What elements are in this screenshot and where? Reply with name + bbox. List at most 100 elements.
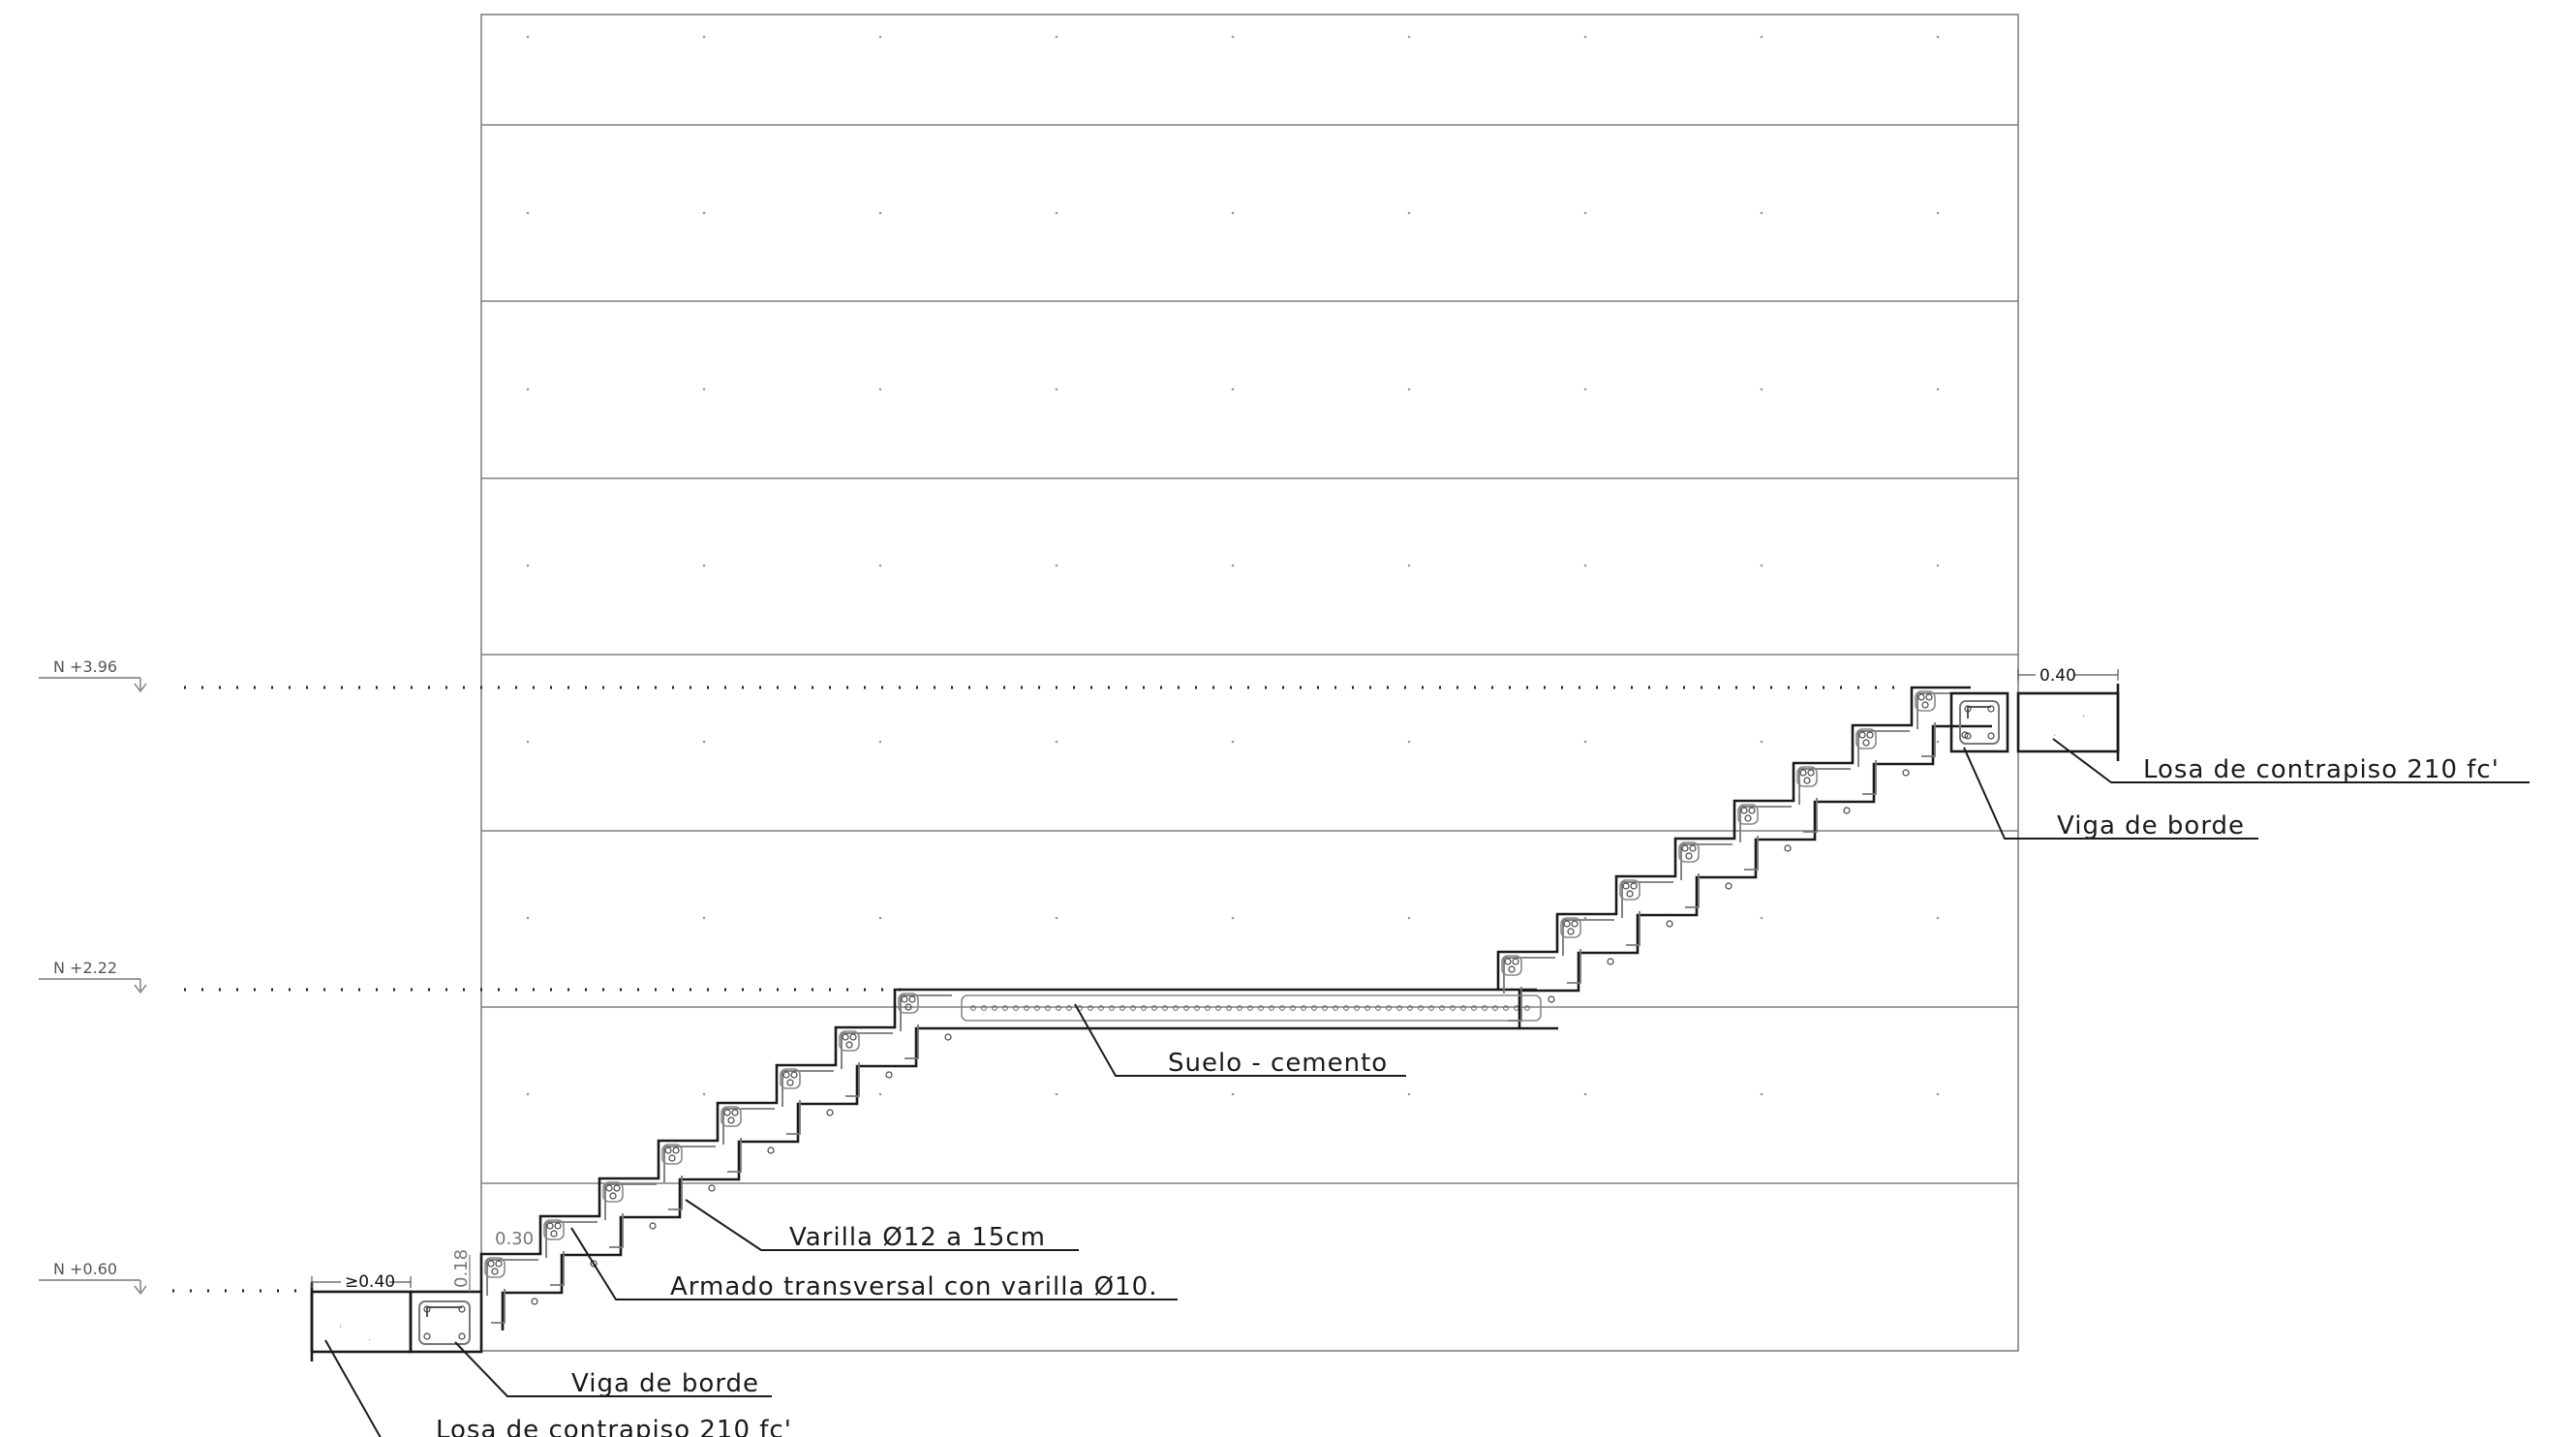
grid-dot — [878, 564, 882, 567]
grid-dot — [1407, 1092, 1411, 1096]
svg-text:,: , — [339, 1319, 342, 1330]
rebar-bar — [672, 1147, 680, 1154]
hatch-dot — [1183, 1005, 1189, 1011]
grid-dot — [1936, 564, 1940, 567]
hatch-dot — [1237, 1005, 1242, 1011]
grid-dot — [526, 740, 530, 744]
grid-dot — [1407, 564, 1411, 567]
rebar-bar — [1862, 739, 1870, 747]
hatch-dot — [1354, 1005, 1360, 1011]
rebar-bar — [1725, 882, 1733, 890]
rebar-bar — [1626, 890, 1634, 898]
rebar-bar — [1630, 882, 1638, 890]
hatch-dot — [1088, 1005, 1093, 1011]
grid-dot — [702, 740, 706, 744]
rebar-bar — [590, 1260, 598, 1268]
stirrup — [898, 993, 919, 1014]
grid-dot — [1231, 916, 1235, 920]
grid-dot — [1231, 35, 1235, 39]
grid-dot — [1231, 211, 1235, 215]
grid-dot — [1583, 387, 1587, 391]
hatch-dot — [1002, 1005, 1008, 1011]
rebar-line — [905, 1024, 919, 1059]
level-label: N +3.96 — [53, 657, 117, 676]
hatch-dot — [1056, 1005, 1061, 1011]
hatch-dot — [1418, 1005, 1424, 1011]
rebar-bar — [1740, 807, 1748, 814]
grid-dot — [1583, 564, 1587, 567]
rebar-bar — [767, 1147, 775, 1154]
landing-hatching — [970, 1005, 1530, 1011]
rebar-bar — [905, 1003, 912, 1011]
rebar-line — [845, 1062, 860, 1097]
hatch-dot — [1524, 1005, 1530, 1011]
rebar-bar — [605, 1184, 613, 1192]
stirrup — [780, 1068, 801, 1089]
hatch-dot — [1322, 1005, 1328, 1011]
grid-dot — [878, 740, 882, 744]
dimension-riser: 0.18 — [451, 1249, 472, 1292]
rebar-bar — [1799, 769, 1807, 777]
hatch-dot — [1343, 1005, 1349, 1011]
rebar-bar — [1744, 814, 1752, 822]
hatch-dot — [1290, 1005, 1296, 1011]
grid-dot — [1407, 211, 1411, 215]
stirrup — [1796, 766, 1818, 787]
grid-dot — [878, 1092, 882, 1096]
grid-dot — [1407, 740, 1411, 744]
dimension-tread: 0.30 — [495, 1229, 534, 1249]
rebar-bar — [649, 1222, 657, 1230]
hatch-dot — [1034, 1005, 1040, 1011]
hatch-dot — [1162, 1005, 1168, 1011]
grid-dot — [1583, 916, 1587, 920]
rebar-bar — [495, 1260, 503, 1268]
label-transverse: Armado transversal con varilla Ø10. — [670, 1272, 1157, 1301]
grid-dot — [526, 387, 530, 391]
hatch-dot — [1471, 1005, 1477, 1011]
hatch-dot — [1109, 1005, 1115, 1011]
grid-dot — [702, 1092, 706, 1096]
rebar-bar — [1563, 920, 1571, 928]
label-edge-beam-bottom: Viga de borde — [571, 1369, 759, 1398]
rebar-bar — [487, 1260, 495, 1268]
rebar-line — [1508, 987, 1522, 1022]
grid-dot — [702, 35, 706, 39]
grid-dot — [878, 211, 882, 215]
top-edge-beam — [1949, 691, 2009, 753]
hatch-dot — [1130, 1005, 1136, 1011]
grid-dot — [1760, 211, 1763, 215]
grid-dot — [526, 1092, 530, 1096]
hatch-dot — [970, 1005, 976, 1011]
rebar-bar — [790, 1071, 798, 1079]
rebar-bar — [1567, 928, 1575, 935]
rebar-line — [668, 1176, 683, 1210]
rebar-bar — [1925, 693, 1933, 701]
rebar-bar — [731, 1109, 739, 1116]
rebar-bar — [1508, 965, 1516, 973]
stirrup — [484, 1257, 506, 1278]
rebar-bar — [664, 1147, 672, 1154]
grid-dot — [1055, 1092, 1058, 1096]
rebar-line — [1626, 911, 1641, 946]
grid-dot — [1936, 387, 1940, 391]
callout-rebar — [685, 1199, 1079, 1251]
bottom-slab: , . — [310, 1282, 413, 1361]
rebar-bar — [1803, 777, 1811, 784]
grid-dot — [1407, 387, 1411, 391]
bottom-edge-beam — [409, 1290, 483, 1354]
hatch-dot — [1258, 1005, 1264, 1011]
hatch-dot — [1024, 1005, 1029, 1011]
hatch-dot — [1119, 1005, 1125, 1011]
hatch-dot — [1333, 1005, 1338, 1011]
hatch-dot — [1407, 1005, 1413, 1011]
level-marker-3-96: N +3.96 — [39, 657, 1898, 693]
hatch-dot — [1482, 1005, 1487, 1011]
hatch-dot — [1375, 1005, 1381, 1011]
hatch-dot — [981, 1005, 987, 1011]
hatch-dot — [1045, 1005, 1051, 1011]
dimension-label: ≥0.40 — [345, 1272, 395, 1292]
hatch-dot — [1013, 1005, 1019, 1011]
grid-dot — [1936, 35, 1940, 39]
grid-dot — [1760, 740, 1763, 744]
